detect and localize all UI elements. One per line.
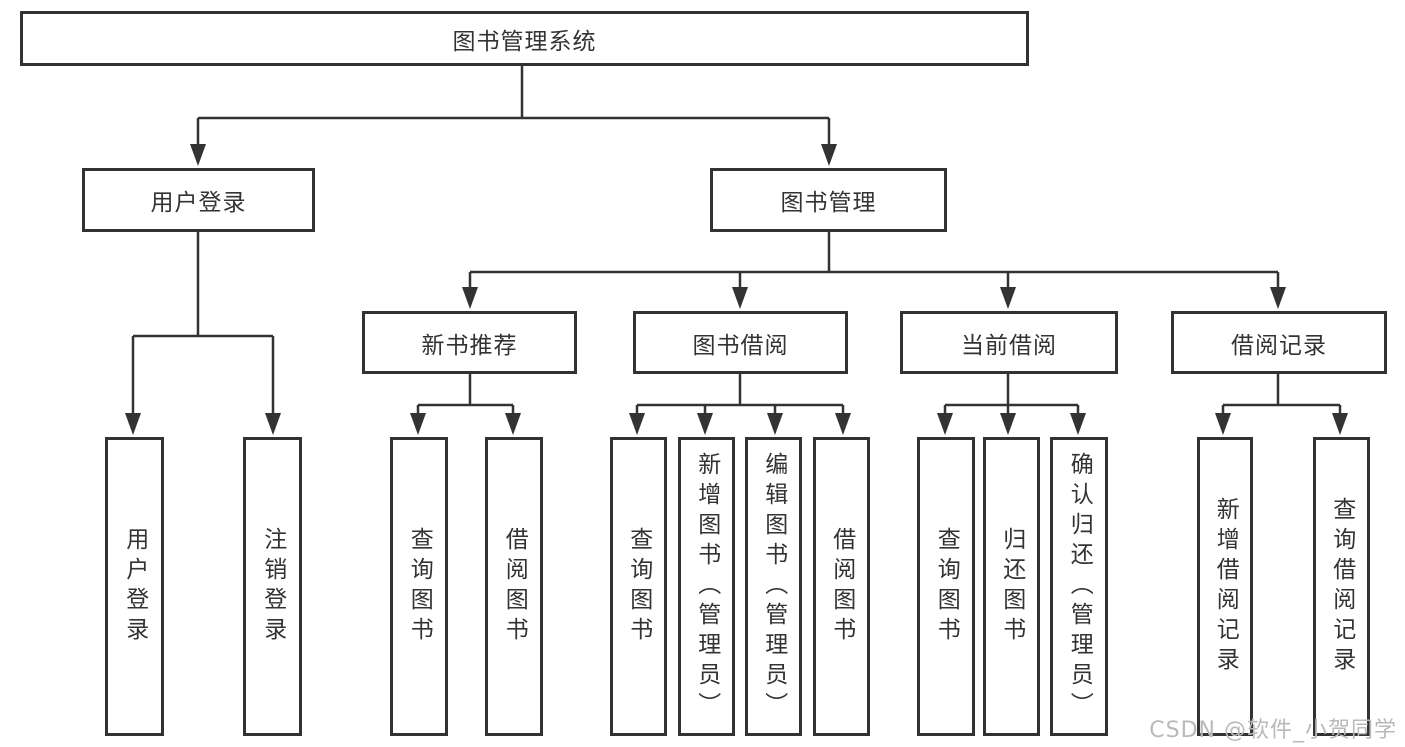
- leaf-label: 确认归还（管理员）: [1066, 451, 1093, 722]
- leaf-edit-books-admin: 编辑图书（管理员）: [745, 437, 802, 736]
- leaf-query-books-2: 查询图书: [610, 437, 667, 736]
- arrowhead: [1215, 413, 1231, 435]
- arrowhead: [732, 287, 748, 309]
- arrowhead: [1000, 287, 1016, 309]
- node-new-book-recommend: 新书推荐: [362, 311, 577, 374]
- leaf-label: 查询图书: [625, 526, 652, 647]
- node-book-borrowing: 图书借阅: [633, 311, 848, 374]
- arrowhead: [835, 413, 851, 435]
- csdn-watermark: CSDN @软件_小贺同学: [1149, 718, 1397, 743]
- leaf-add-borrow-record: 新增借阅记录: [1197, 437, 1253, 736]
- leaf-query-borrow-record: 查询借阅记录: [1313, 437, 1370, 736]
- arrowhead: [629, 413, 645, 435]
- node-borrow-records: 借阅记录: [1171, 311, 1387, 374]
- leaf-label: 注销登录: [259, 526, 286, 647]
- leaf-add-books-admin: 新增图书（管理员）: [678, 437, 735, 736]
- connector-new-book-recommend: [416, 374, 515, 416]
- arrowhead: [190, 144, 206, 166]
- leaf-label: 查询图书: [933, 526, 960, 647]
- arrowhead: [410, 413, 426, 435]
- arrowhead: [505, 413, 521, 435]
- node-book-management: 图书管理: [710, 168, 947, 232]
- connector-root: [196, 66, 831, 146]
- node-current-borrowing: 当前借阅: [900, 311, 1118, 374]
- connector-borrow-records: [1221, 374, 1342, 416]
- arrowhead: [1070, 413, 1086, 435]
- leaf-label: 查询借阅记录: [1328, 496, 1355, 677]
- arrowhead: [1332, 413, 1348, 435]
- arrowhead: [1000, 413, 1016, 435]
- leaf-user-login: 用户登录: [105, 437, 164, 736]
- connector-book-borrowing: [635, 374, 845, 416]
- arrowhead: [125, 413, 141, 435]
- leaf-label: 借阅图书: [828, 526, 855, 647]
- leaf-label: 编辑图书（管理员）: [760, 451, 787, 722]
- leaf-query-books-3: 查询图书: [917, 437, 975, 736]
- arrowhead: [462, 287, 478, 309]
- leaf-label: 归还图书: [998, 526, 1025, 647]
- connector-user-login: [131, 232, 275, 416]
- arrowhead: [265, 413, 281, 435]
- arrowhead: [1270, 287, 1286, 309]
- node-user-login: 用户登录: [82, 168, 315, 232]
- leaf-label: 新增图书（管理员）: [693, 451, 720, 722]
- arrowhead: [821, 144, 837, 166]
- arrowhead: [767, 413, 783, 435]
- leaf-confirm-return-admin: 确认归还（管理员）: [1050, 437, 1108, 736]
- connector-book-management: [468, 232, 1280, 290]
- leaf-label: 用户登录: [121, 526, 148, 647]
- leaf-borrow-books-1: 借阅图书: [485, 437, 543, 736]
- leaf-return-books: 归还图书: [983, 437, 1040, 736]
- leaf-query-books-1: 查询图书: [390, 437, 448, 736]
- leaf-label: 查询图书: [406, 526, 433, 647]
- arrowhead: [937, 413, 953, 435]
- leaf-borrow-books-2: 借阅图书: [813, 437, 870, 736]
- arrowhead: [697, 413, 713, 435]
- connector-current-borrowing: [943, 374, 1080, 416]
- leaf-label: 借阅图书: [501, 526, 528, 647]
- leaf-label: 新增借阅记录: [1212, 496, 1239, 677]
- node-library-management-system: 图书管理系统: [20, 11, 1029, 66]
- leaf-logout: 注销登录: [243, 437, 302, 736]
